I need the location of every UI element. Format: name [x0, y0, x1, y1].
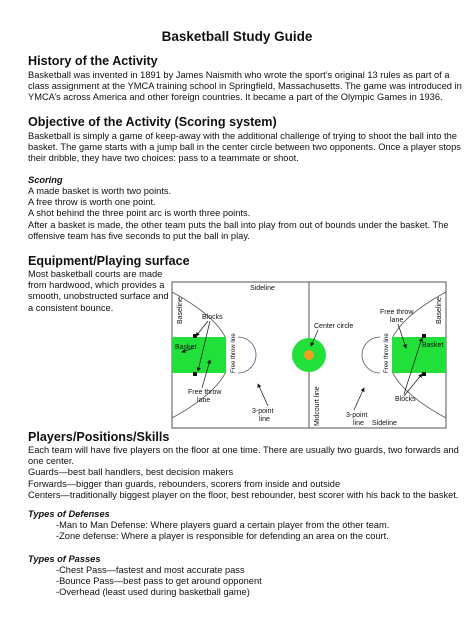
free-throw-lane-right-label-2: lane: [390, 317, 403, 324]
blocks-right-label: Blocks: [395, 396, 416, 403]
objective-line: basket. The game starts with a jump ball…: [28, 142, 461, 153]
three-point-label-1: 3-point: [252, 408, 273, 415]
scoring-line: offensive team has five seconds to put t…: [28, 230, 250, 241]
passes-list: -Chest Pass—fastest and most accurate pa…: [28, 565, 448, 599]
defenses-list: -Man to Man Defense: Where players guard…: [28, 520, 448, 542]
free-throw-line-right: [380, 337, 392, 373]
three-point-right-label-2: line: [353, 420, 364, 427]
scoring-line: A free throw is worth one point.: [28, 197, 156, 208]
scoring-heading: Scoring: [28, 175, 63, 185]
baseline-right-label: Baseline: [436, 297, 443, 324]
page-title: Basketball Study Guide: [161, 29, 313, 44]
list-item: -Bounce Pass—best pass to get around opp…: [56, 576, 262, 587]
free-throw-line-left: [226, 337, 238, 373]
arrow-blocks-right-1: [403, 373, 423, 397]
objective-line: Basketball is simply a game of keep-away…: [28, 131, 457, 141]
players-line: Each team will have five players on the …: [28, 445, 459, 455]
block-right-bottom: [422, 372, 426, 376]
equipment-line: smooth, unobstructed surface and: [28, 291, 169, 302]
basket-left-label: Basket: [175, 344, 196, 351]
block-right-top: [422, 334, 426, 338]
sideline-bottom-label: Sideline: [372, 420, 397, 427]
free-throw-lane-right-label-1: Free throw: [380, 309, 414, 316]
players-text: Each team will have five players on the …: [28, 445, 459, 501]
baseline-left-label: Baseline: [177, 297, 184, 324]
history-heading: History of the Activity: [28, 54, 158, 68]
free-throw-lane-left-label-2: lane: [197, 397, 210, 404]
equipment-heading: Equipment/Playing surface: [28, 254, 190, 268]
equipment-line: from hardwood, which provides a: [28, 280, 165, 291]
arrow-blocks-right-2: [403, 337, 423, 395]
history-line: class assignment at the YMCA training sc…: [28, 81, 462, 92]
scoring-text: A made basket is worth two points. A fre…: [28, 186, 449, 242]
blocks-left-label: Blocks: [202, 314, 223, 321]
arrow-lane-right: [397, 323, 407, 349]
arrow-lane-left: [201, 359, 212, 389]
list-item: -Overhead (least used during basketball …: [56, 587, 250, 598]
players-line: Centers—traditionally biggest player on …: [28, 489, 459, 500]
free-throw-circle-right: [361, 336, 381, 374]
equipment-line: Most basketball courts are made: [28, 269, 163, 279]
defenses-heading: Types of Defenses: [28, 509, 110, 519]
free-throw-lane-left-label-1: Free throw: [188, 389, 222, 396]
history-line: YMCA’s across America and other foreign …: [28, 92, 443, 103]
list-item: -Man to Man Defense: Where players guard…: [56, 520, 390, 530]
sideline-top-label: Sideline: [250, 285, 275, 292]
equipment-text: Most basketball courts are made from har…: [28, 269, 169, 314]
objective-heading: Objective of the Activity (Scoring syste…: [28, 115, 277, 129]
players-line: Forwards—bigger than guards, rebounders,…: [28, 478, 341, 489]
objective-text: Basketball is simply a game of keep-away…: [28, 131, 461, 165]
three-point-label-2: line: [259, 416, 270, 423]
midcourt-line-label: Midcourt line: [314, 386, 321, 426]
arrow-three-point-left: [257, 383, 269, 407]
arrow-basket-left: [181, 347, 195, 353]
players-line: Guards—best ball handlers, best decision…: [28, 467, 234, 478]
scoring-line: After a basket is made, the other team p…: [28, 219, 449, 230]
arrow-center-circle: [310, 329, 319, 347]
block-left-bottom: [193, 372, 197, 376]
basket-right-label: Basket: [422, 342, 443, 349]
scoring-line: A made basket is worth two points.: [28, 186, 172, 196]
players-heading: Players/Positions/Skills: [28, 430, 170, 444]
list-item: -Chest Pass—fastest and most accurate pa…: [56, 565, 245, 575]
list-item: -Zone defense: Where a player is respons…: [56, 531, 389, 542]
passes-heading: Types of Passes: [28, 554, 101, 564]
center-circle-label: Center circle: [314, 323, 353, 330]
three-point-right-label-1: 3-point: [346, 412, 367, 419]
arrow-blocks-left-2: [196, 320, 211, 372]
arrow-blocks-left-1: [195, 320, 209, 337]
equipment-line: a consistent bounce.: [28, 302, 114, 313]
center-ball: [304, 350, 314, 360]
history-text: Basketball was invented in 1891 by James…: [28, 70, 462, 104]
arrow-three-point-right: [353, 387, 365, 411]
free-throw-line-right-label: Free throw line: [384, 333, 390, 373]
history-line: Basketball was invented in 1891 by James…: [28, 70, 450, 80]
court-diagram: Sideline Sideline Baseline Baseline Bloc…: [171, 281, 447, 429]
free-throw-circle-left: [237, 336, 257, 374]
scoring-line: A shot behind the three point arc is wor…: [28, 208, 251, 219]
block-left-top: [193, 334, 197, 338]
objective-line: their dribble, they have two choices: pa…: [28, 153, 299, 164]
free-throw-line-left-label: Free throw line: [231, 333, 237, 373]
players-line: one center.: [28, 456, 75, 467]
